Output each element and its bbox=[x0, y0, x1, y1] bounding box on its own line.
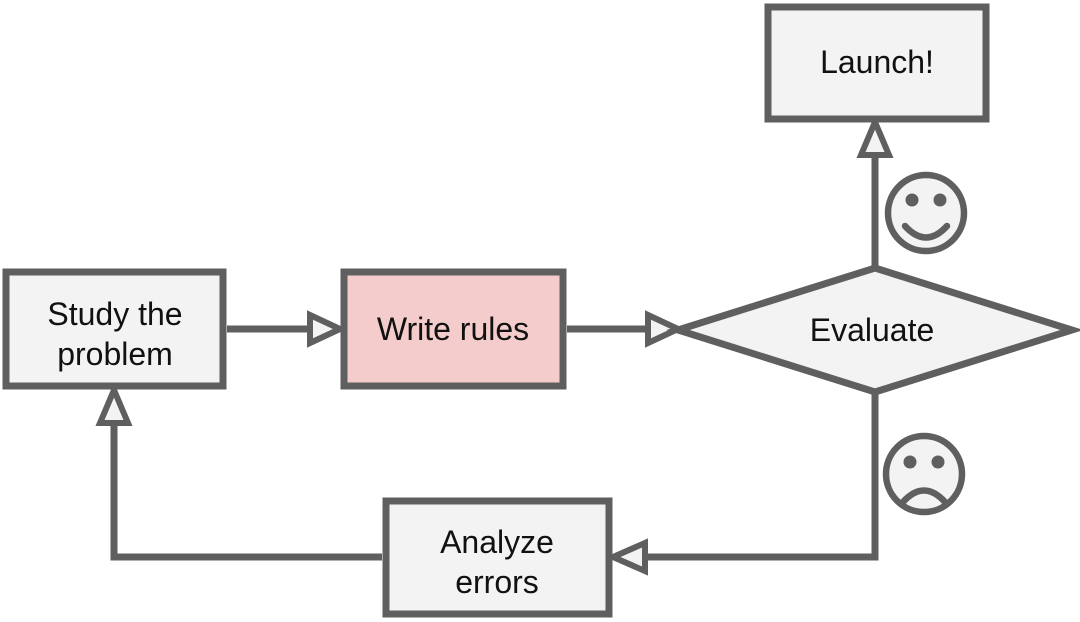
arrowhead-into-evaluate bbox=[645, 310, 686, 348]
arrowhead-into-analyze-errors bbox=[605, 538, 648, 576]
write-rules-label: Write rules bbox=[377, 311, 529, 347]
happy-face-smile bbox=[901, 222, 951, 241]
sad-face-right-eye bbox=[931, 455, 945, 469]
sad-face-icon bbox=[882, 432, 966, 516]
sad-face-left-eye bbox=[903, 455, 917, 469]
arrowhead-into-launch bbox=[856, 114, 894, 158]
arrowhead-into-study-the-problem bbox=[95, 382, 133, 426]
analyze-label-line1: Analyze bbox=[440, 524, 554, 560]
study-label-line1: Study the bbox=[47, 296, 182, 332]
evaluate-label: Evaluate bbox=[810, 312, 935, 348]
node-evaluate-decision bbox=[666, 264, 1080, 396]
edge-evaluate-to-analyze bbox=[648, 392, 879, 561]
node-study-the-problem bbox=[2, 268, 227, 390]
sad-face-outline bbox=[882, 432, 966, 516]
launch-label: Launch! bbox=[820, 44, 934, 80]
happy-face-left-eye bbox=[905, 193, 919, 207]
node-launch bbox=[764, 3, 990, 123]
analyze-label-line2: errors bbox=[455, 564, 539, 600]
sad-face-frown bbox=[899, 487, 949, 506]
edge-analyze-to-study bbox=[110, 424, 382, 561]
happy-face-right-eye bbox=[933, 193, 947, 207]
study-label-line2: problem bbox=[57, 336, 173, 372]
node-analyze-errors bbox=[382, 497, 613, 618]
node-write-rules bbox=[340, 268, 567, 390]
happy-face-icon bbox=[884, 171, 968, 255]
arrowhead-into-write-rules bbox=[307, 310, 348, 348]
